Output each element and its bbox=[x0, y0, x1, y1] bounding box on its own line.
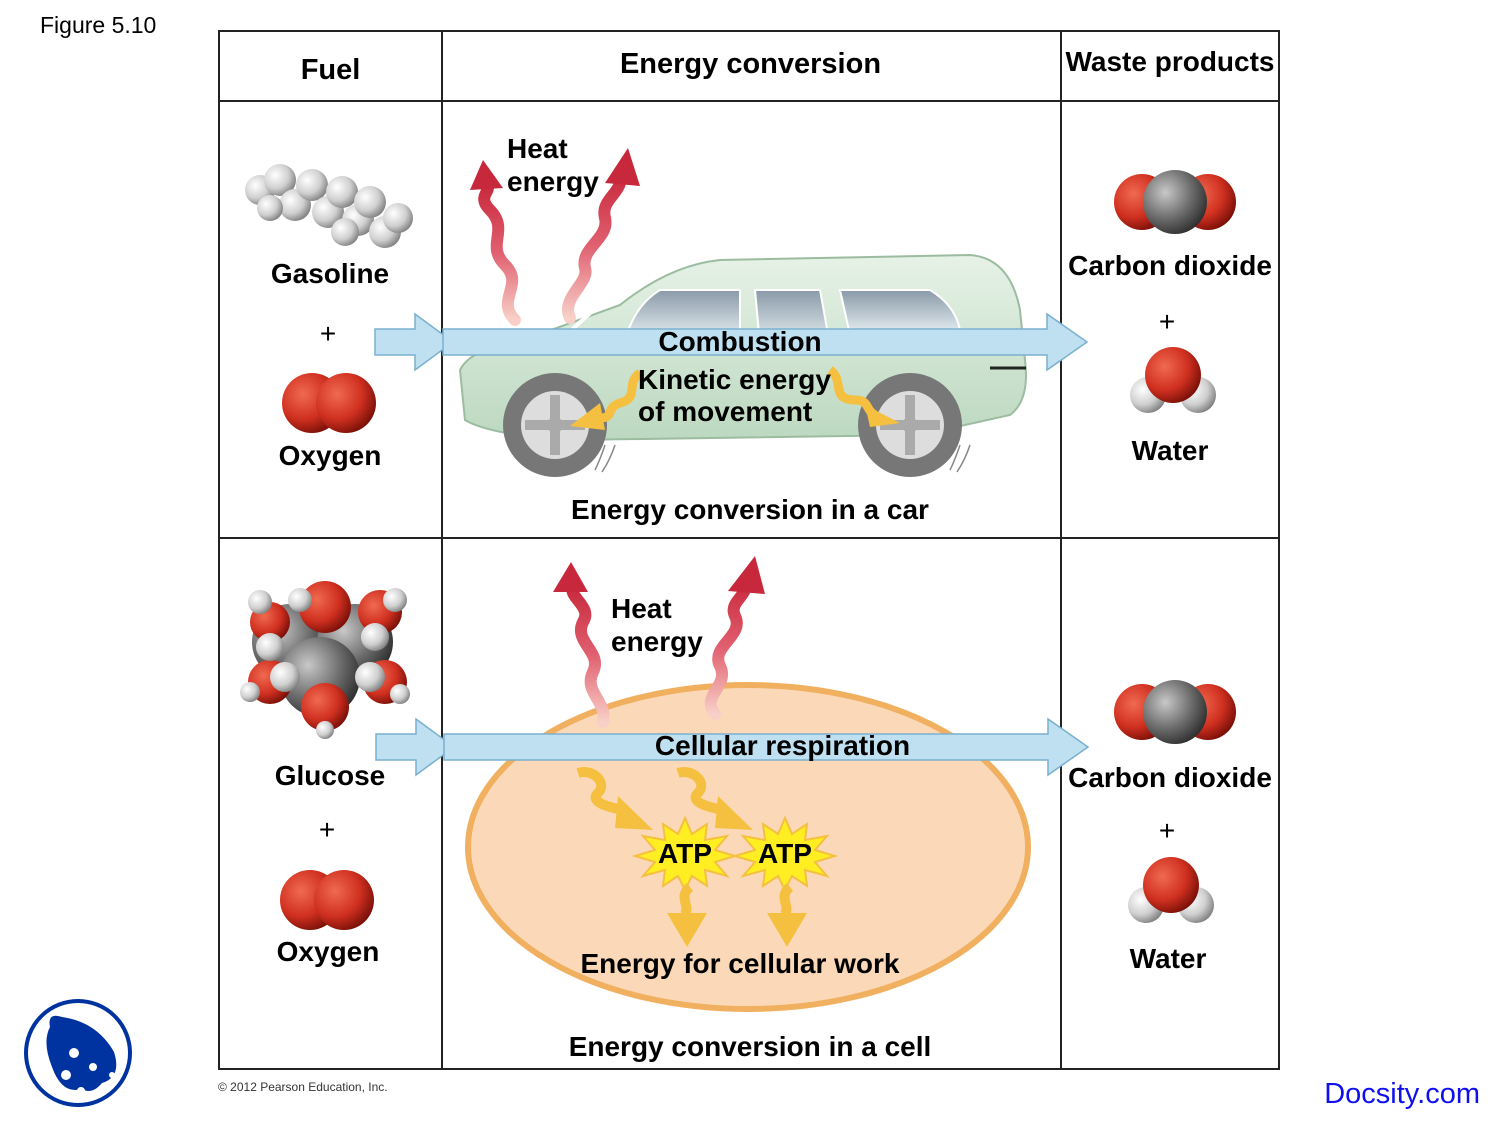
header-waste-products: Waste products bbox=[1065, 46, 1275, 77]
water-molecule-icon bbox=[1130, 347, 1216, 413]
car-caption: Energy conversion in a car bbox=[571, 494, 929, 525]
kinetic-energy-label: Kinetic energy of movement bbox=[638, 364, 831, 428]
cellular-respiration-label: Cellular respiration bbox=[654, 730, 911, 761]
energy-arrow-icon bbox=[667, 883, 707, 947]
energy-arrow-icon bbox=[576, 767, 653, 830]
combustion-label: Combustion bbox=[658, 326, 822, 357]
fuel-oxygen-label: Oxygen bbox=[278, 440, 382, 471]
waste-water-label: Water bbox=[1131, 435, 1209, 466]
oxygen-molecule-icon bbox=[282, 373, 376, 433]
kinetic-energy-arrow-icon bbox=[570, 369, 643, 430]
column-divider bbox=[441, 32, 443, 1068]
energy-arrow-icon bbox=[767, 883, 807, 947]
heat-label-line-2: energy bbox=[611, 626, 703, 657]
row-divider bbox=[220, 537, 1278, 539]
glucose-molecule-icon bbox=[240, 581, 410, 739]
figure-label: Figure 5.10 bbox=[40, 12, 157, 38]
gasoline-molecule-icon bbox=[245, 164, 413, 248]
fuel-gasoline-label: Gasoline bbox=[270, 258, 390, 289]
energy-arrow-icon bbox=[676, 767, 753, 830]
row-divider bbox=[220, 100, 1278, 102]
heat-label-line-1: Heat bbox=[507, 133, 568, 164]
heat-energy-label: Heat energy bbox=[611, 592, 703, 658]
carbon-dioxide-molecule-icon bbox=[1114, 680, 1236, 744]
heat-energy-label: Heat energy bbox=[507, 132, 599, 198]
heat-arrow-icon bbox=[562, 148, 640, 324]
kinetic-energy-arrow-icon bbox=[826, 366, 900, 427]
comparison-table: Fuel Energy conversion Waste products bbox=[218, 30, 1280, 1070]
fuel-glucose-label: Glucose bbox=[274, 760, 386, 791]
plus-sign: + bbox=[318, 814, 336, 845]
waste-carbon-dioxide-label: Carbon dioxide bbox=[1068, 762, 1272, 793]
oxygen-molecule-icon bbox=[280, 870, 374, 930]
fuel-oxygen-label: Oxygen bbox=[276, 936, 380, 967]
plus-sign: + bbox=[1158, 306, 1176, 337]
header-energy-conversion: Energy conversion bbox=[619, 48, 882, 80]
plus-sign: + bbox=[1158, 815, 1176, 846]
plus-sign: + bbox=[319, 318, 337, 349]
kinetic-label-line-2: of movement bbox=[638, 396, 813, 427]
front-wheel bbox=[503, 373, 607, 477]
atp-label: ATP bbox=[658, 838, 712, 869]
waste-water-label: Water bbox=[1129, 943, 1207, 974]
cell-illustration bbox=[465, 682, 1031, 1012]
atp-label: ATP bbox=[758, 838, 812, 869]
cell-caption: Energy conversion in a cell bbox=[568, 1031, 932, 1062]
docsity-link[interactable]: Docsity.com bbox=[1324, 1078, 1480, 1110]
combustion-process-arrow bbox=[374, 312, 1089, 372]
heat-arrow-icon bbox=[704, 556, 765, 720]
heat-label-line-1: Heat bbox=[611, 593, 672, 624]
water-molecule-icon bbox=[1128, 857, 1214, 923]
carbon-dioxide-molecule-icon bbox=[1114, 170, 1236, 234]
column-divider bbox=[1060, 32, 1062, 1068]
brand-logo-icon[interactable] bbox=[22, 997, 134, 1109]
heat-arrow-icon bbox=[470, 160, 521, 326]
cellular-respiration-process-arrow bbox=[375, 717, 1090, 777]
kinetic-label-line-1: Kinetic energy bbox=[638, 364, 831, 395]
heat-arrow-icon bbox=[553, 562, 610, 728]
waste-carbon-dioxide-label: Carbon dioxide bbox=[1068, 250, 1272, 281]
cellular-work-label: Energy for cellular work bbox=[580, 948, 900, 979]
heat-label-line-2: energy bbox=[507, 166, 599, 197]
header-fuel: Fuel bbox=[300, 54, 361, 86]
rear-wheel bbox=[858, 373, 962, 477]
copyright-notice: © 2012 Pearson Education, Inc. bbox=[218, 1080, 388, 1094]
